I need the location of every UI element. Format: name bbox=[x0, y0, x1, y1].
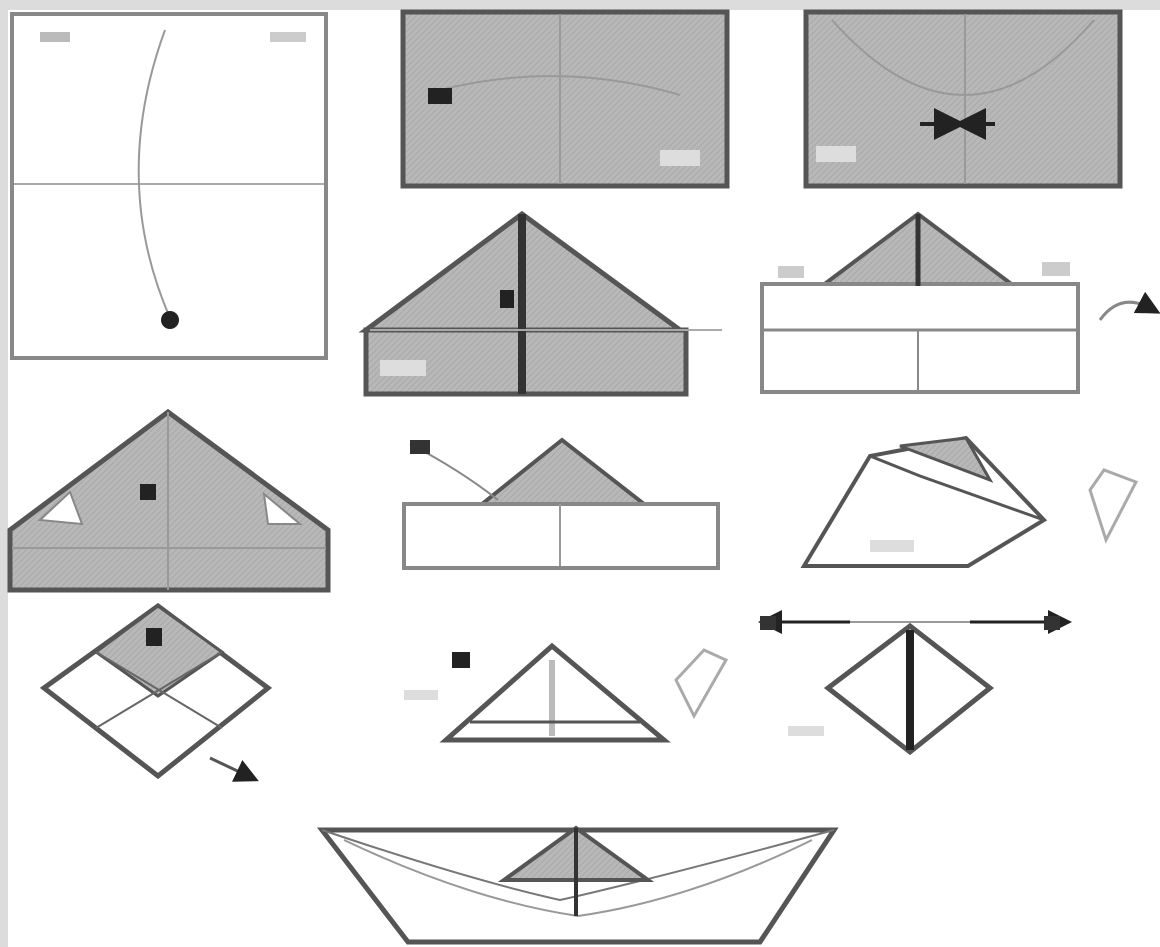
step-2-rectangle bbox=[403, 12, 727, 186]
fold-mark-icon bbox=[270, 32, 306, 42]
step-7-hat bbox=[404, 440, 718, 568]
fold-point-icon bbox=[161, 311, 179, 329]
fold-arrow-icon bbox=[210, 758, 248, 776]
fold-mark-icon bbox=[816, 146, 856, 162]
step-8-opening bbox=[804, 438, 1136, 566]
fold-mark-icon bbox=[40, 32, 70, 42]
fold-mark-icon bbox=[404, 690, 438, 700]
step-3-rectangle bbox=[806, 12, 1120, 186]
fold-mark-icon bbox=[380, 360, 426, 376]
step-9-diamond bbox=[44, 606, 268, 776]
fold-mark-icon bbox=[778, 266, 804, 278]
fold-point-icon bbox=[452, 652, 470, 668]
fold-point-icon bbox=[500, 290, 514, 308]
step-5-hat bbox=[762, 214, 1150, 392]
fold-point-icon bbox=[1044, 616, 1060, 630]
fold-point-icon bbox=[428, 88, 452, 104]
step-10-triangle bbox=[404, 646, 726, 740]
fold-point-icon bbox=[146, 628, 162, 646]
fold-point-icon bbox=[760, 616, 776, 630]
step-1-sheet bbox=[12, 14, 326, 358]
fold-mark-icon bbox=[1042, 262, 1070, 276]
fold-mark-icon bbox=[870, 540, 914, 552]
fold-mark-icon bbox=[788, 726, 824, 736]
pull-open-icon bbox=[1090, 470, 1136, 540]
step-11-diamond bbox=[760, 616, 1060, 752]
fold-point-icon bbox=[410, 440, 430, 454]
fold-mark-icon bbox=[660, 150, 700, 166]
step-4-triangle bbox=[366, 214, 722, 394]
fold-point-icon bbox=[140, 484, 156, 500]
turn-over-icon bbox=[1100, 302, 1150, 320]
step-12-boat bbox=[322, 828, 834, 942]
step-6-house bbox=[10, 412, 328, 590]
pull-open-icon bbox=[676, 650, 726, 716]
